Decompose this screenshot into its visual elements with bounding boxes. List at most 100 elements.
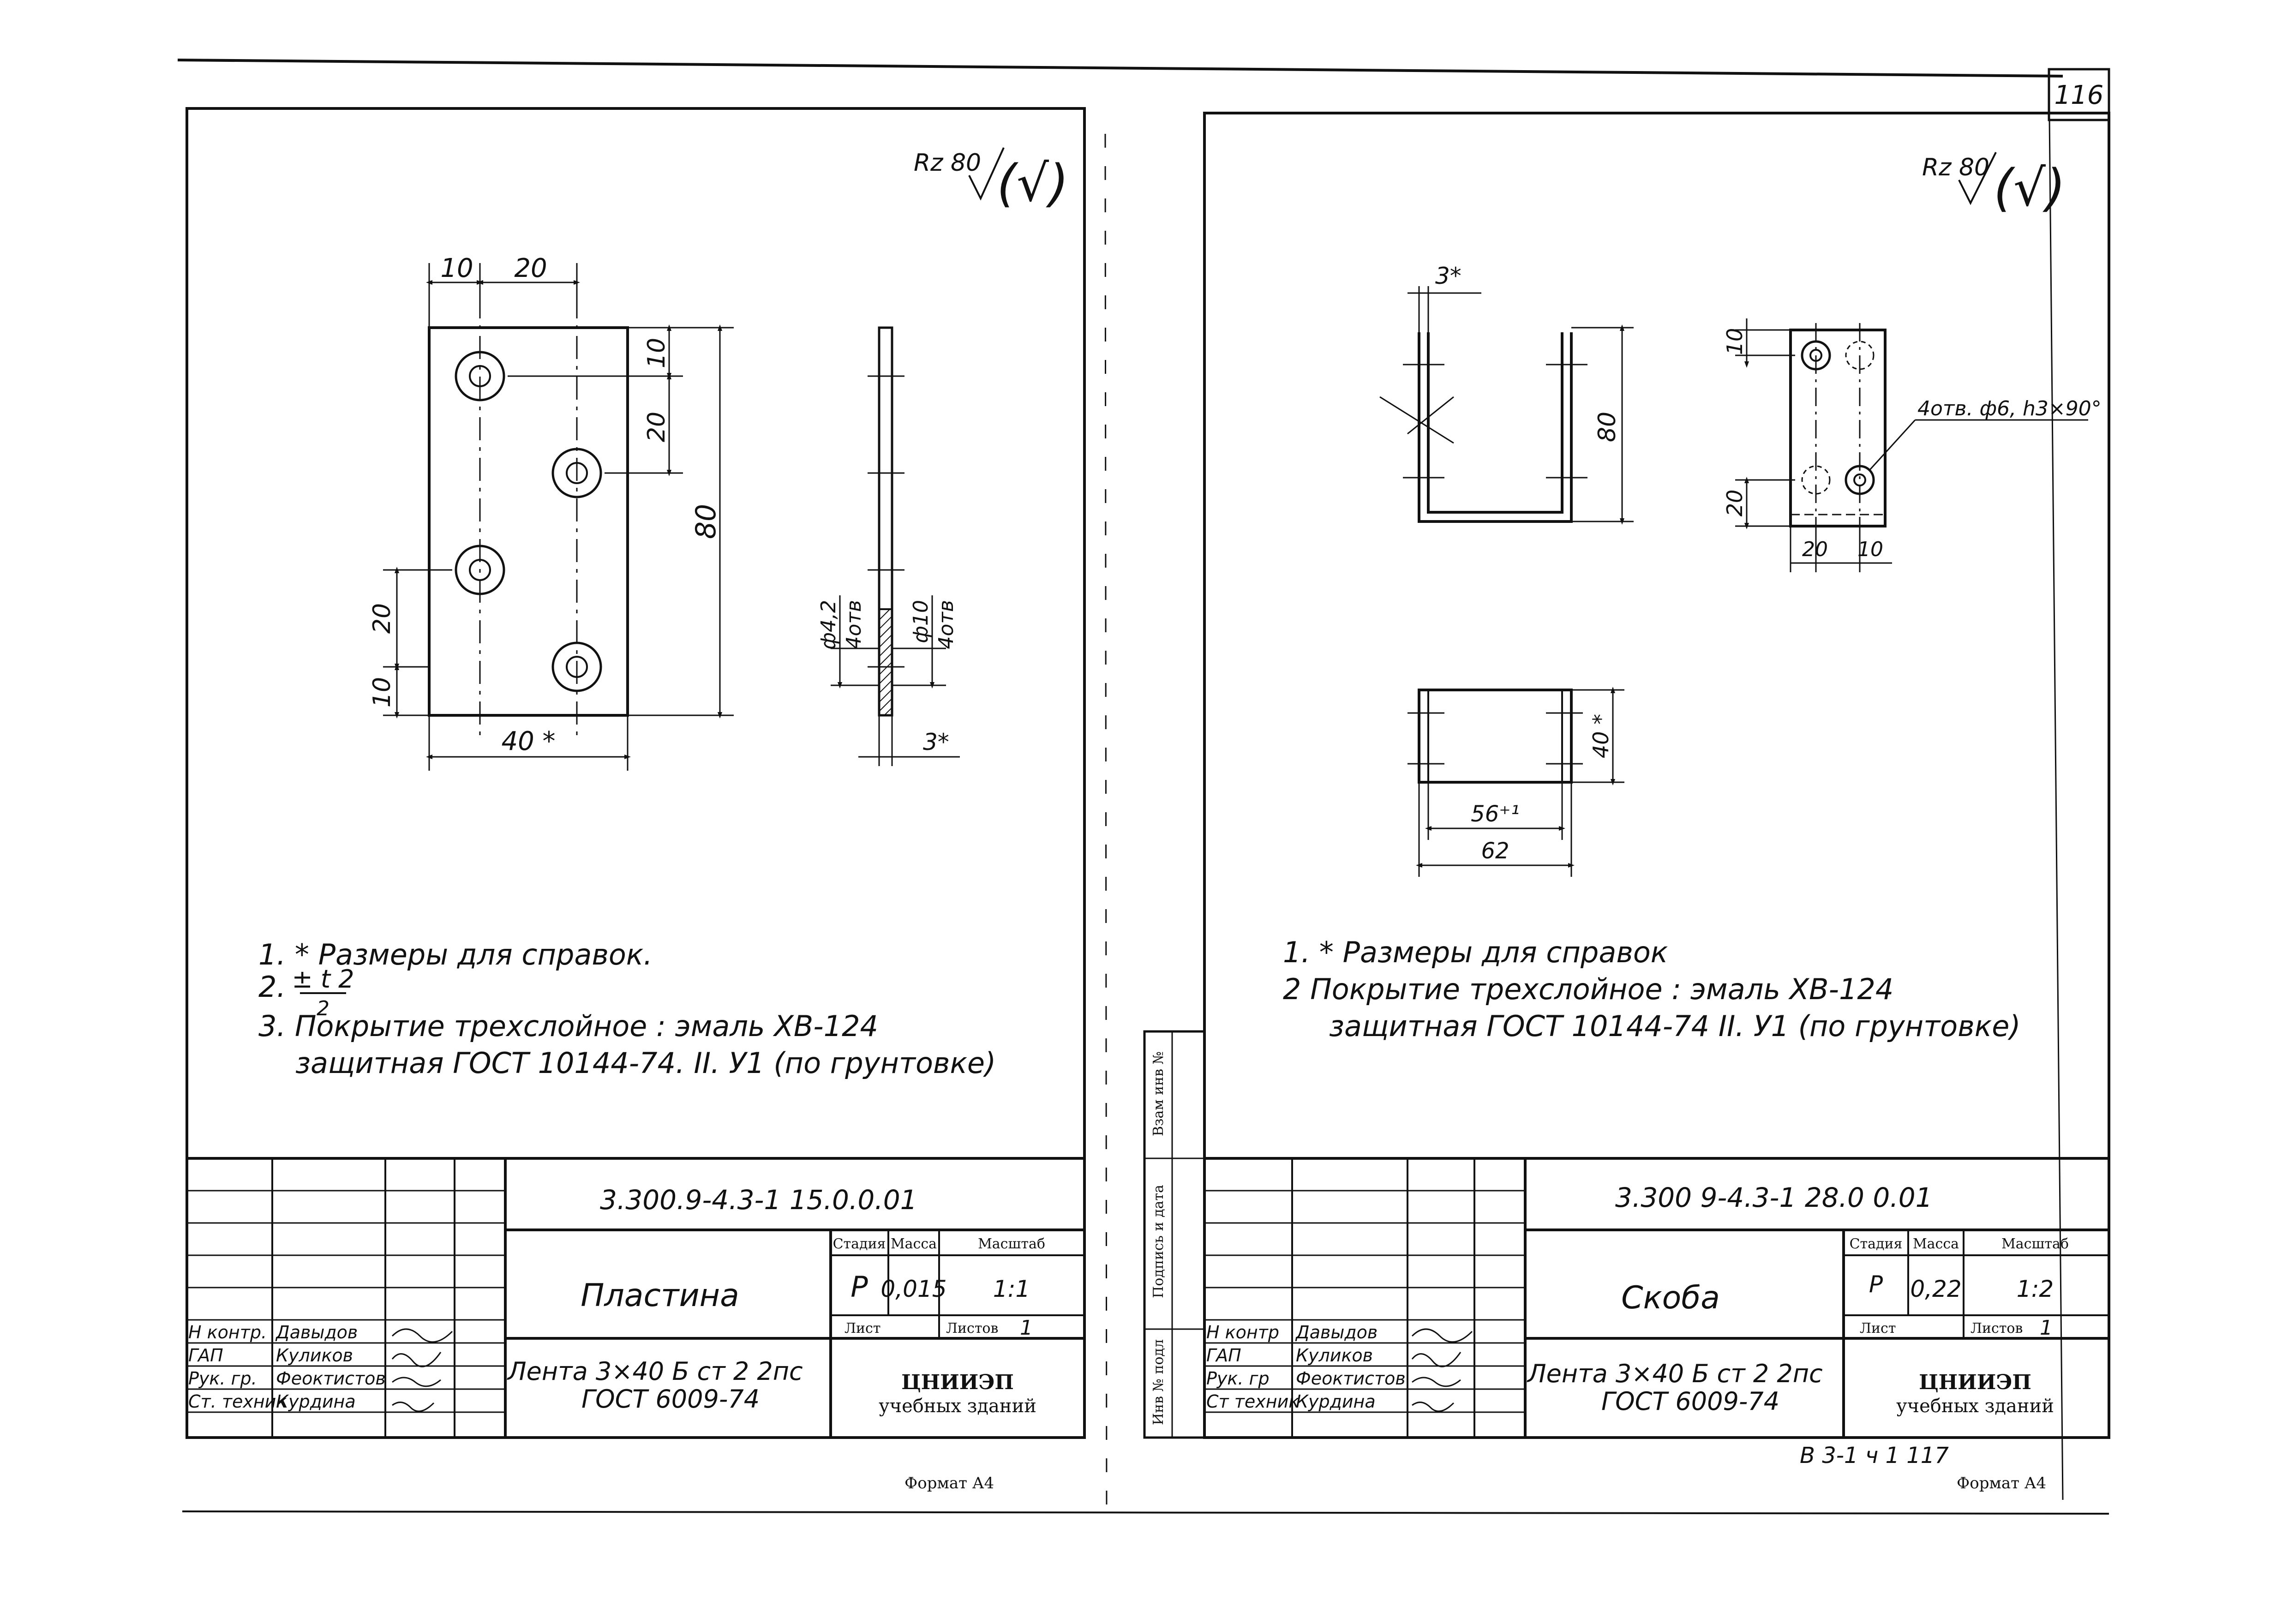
left-role-2: Рук. гр.: [188, 1368, 257, 1389]
right-roles: Н контр Давыдов ГАП Куликов Рук. гр Феок…: [1206, 1322, 1406, 1412]
right-org-1: ЦНИИЭП: [1919, 1371, 2031, 1394]
left-sheets-count: 1: [1020, 1316, 1033, 1340]
dim-20-right: 20: [643, 412, 671, 442]
left-col-mass: Масса: [891, 1236, 937, 1252]
left-role-1: ГАП: [188, 1345, 223, 1366]
left-col-scale: Масштаб: [978, 1236, 1045, 1252]
left-sheets-label: Листов: [946, 1320, 998, 1336]
left-drawing-code: 3.300.9-4.3-1 15.0.0.01: [600, 1184, 917, 1216]
dim-10-left: 10: [368, 677, 396, 707]
right-roughness-mark: (√): [1994, 158, 2066, 217]
right-name-1: Куликов: [1296, 1345, 1373, 1366]
dim-phi42: ф4,2: [817, 600, 840, 650]
bracket-front-view: [1418, 332, 1573, 523]
left-name-1: Куликов: [276, 1345, 353, 1366]
left-note-2-den: 2: [317, 997, 329, 1020]
dim-10-right: 10: [643, 338, 671, 368]
right-sheet: Rz 80 (√) 3* 80: [1143, 112, 2110, 1492]
bracket-dim-20: 20: [1722, 490, 1747, 517]
left-roughness-check: [968, 147, 1005, 201]
right-scale: 1:2: [2017, 1276, 2054, 1302]
right-col-mass: Масса: [1913, 1236, 1959, 1252]
bracket-holes: [1801, 340, 1875, 495]
left-note-1: 1. * Размеры для справок.: [258, 938, 653, 971]
left-note-3: 3. Покрытие трехслойное : эмаль ХВ-124: [258, 1009, 878, 1043]
left-format: Формат А4: [904, 1474, 994, 1492]
right-title-block: [1203, 1157, 2110, 1439]
right-mass: 0,22: [1910, 1276, 1961, 1302]
right-format: Формат А4: [1957, 1474, 2046, 1492]
right-col-stage: Стадия: [1850, 1236, 1903, 1252]
bracket-dim-56: 56⁺¹: [1471, 801, 1520, 827]
left-material-2: ГОСТ 6009-74: [581, 1384, 760, 1414]
left-roughness-rz: Rz 80: [914, 149, 981, 177]
left-stage: Р: [851, 1270, 868, 1304]
left-role-0: Н контр.: [188, 1322, 267, 1342]
left-sheet: Rz 80 (√) 10 20 10 20 80: [186, 107, 1086, 1492]
dim-3: 3*: [923, 729, 949, 755]
dim-10-top: 10: [440, 253, 473, 283]
left-col-stage: Стадия: [833, 1236, 886, 1252]
bottom-edge-line: [182, 1510, 2109, 1515]
right-part-name: Скоба: [1621, 1280, 1720, 1316]
bracket-dim-62: 62: [1481, 838, 1509, 864]
bracket-holes-note: 4отв. ф6, h3×90°: [1917, 397, 2102, 420]
left-title-block: [186, 1157, 1086, 1439]
left-part-name: Пластина: [581, 1277, 739, 1314]
right-note-1: 1. * Размеры для справок: [1283, 935, 1668, 969]
left-signatures: [391, 1328, 453, 1412]
right-role-1: ГАП: [1206, 1345, 1241, 1366]
left-name-2: Феоктистов: [276, 1368, 386, 1389]
right-note-2b: защитная ГОСТ 10144-74 II. У1 (по грунто…: [1329, 1009, 2021, 1043]
right-name-3: Курдина: [1296, 1391, 1376, 1412]
dim-80: 80: [690, 504, 722, 539]
plate-section-hatch: [878, 608, 893, 716]
left-name-0: Давыдов: [275, 1322, 358, 1342]
dim-phi10: ф10: [909, 600, 933, 643]
right-sheet-label: Лист: [1860, 1320, 1896, 1336]
top-edge-line: [177, 59, 2063, 78]
left-note-2-tol: ± t 2: [292, 965, 354, 994]
bracket-dim-40: 40 *: [1588, 714, 1613, 758]
right-edge-line: [2048, 69, 2064, 1500]
bracket-dim-10: 10: [1722, 328, 1747, 355]
bracket-dim-10-b: 10: [1857, 538, 1883, 561]
right-sheets-label: Листов: [1971, 1320, 2023, 1336]
right-roughness-rz: Rz 80: [1922, 154, 1989, 181]
left-mass: 0,015: [880, 1276, 946, 1302]
fold-line: [1104, 133, 1108, 1523]
left-role-3: Ст. техник: [188, 1391, 287, 1412]
page-number: 116: [2054, 80, 2104, 110]
plate-outline: [428, 326, 629, 717]
dim-20-top: 20: [514, 253, 547, 283]
left-roles: Н контр. Давыдов ГАП Куликов Рук. гр. Фе…: [188, 1322, 386, 1412]
left-org-1: ЦНИИЭП: [901, 1371, 1014, 1394]
right-stage: Р: [1869, 1271, 1883, 1298]
left-sheet-label: Лист: [845, 1320, 880, 1336]
bracket-plan-view: [1789, 329, 1887, 527]
left-note-2: 2.: [258, 970, 286, 1004]
left-material-1: Лента 3×40 Б ст 2 2пс: [507, 1357, 803, 1386]
plate-holes: [455, 351, 602, 692]
side-label-replace: Взам инв №: [1150, 1051, 1167, 1136]
right-frame: [1203, 112, 2110, 1439]
right-name-0: Давыдов: [1295, 1322, 1378, 1342]
left-frame: [186, 107, 1086, 1439]
left-roughness-mark: (√): [997, 154, 1069, 213]
side-label-inv: Инв № подл: [1150, 1339, 1167, 1425]
left-org-2: учебных зданий: [879, 1396, 1036, 1417]
right-material-2: ГОСТ 6009-74: [1601, 1387, 1779, 1416]
right-roughness-check: [1958, 152, 1997, 205]
right-bottom-code: В 3-1 ч 1 117: [1800, 1443, 1949, 1468]
right-sheets-count: 1: [2040, 1316, 2053, 1340]
right-col-scale: Масштаб: [2001, 1236, 2069, 1252]
side-label-sign: Подпись и дата: [1150, 1185, 1167, 1298]
left-scale: 1:1: [993, 1276, 1030, 1302]
right-role-2: Рук. гр: [1206, 1368, 1270, 1389]
right-signatures: [1411, 1328, 1473, 1412]
dim-20-left: 20: [368, 603, 396, 634]
page-number-box: [2048, 68, 2110, 121]
right-role-0: Н контр: [1206, 1322, 1279, 1342]
left-note-3b: защитная ГОСТ 10144-74. II. У1 (по грунт…: [295, 1046, 996, 1080]
